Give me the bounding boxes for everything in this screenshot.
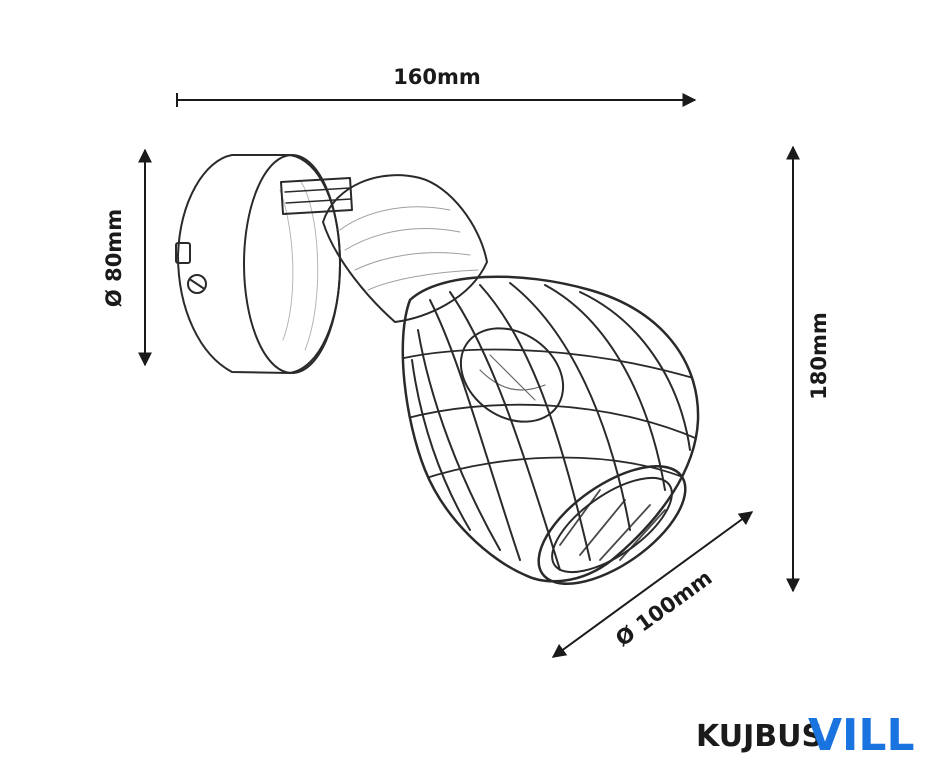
lamp-illustration	[175, 154, 700, 585]
joint-arm	[280, 177, 353, 215]
kujbus-vill-logo: KUJBUS VILL	[696, 710, 915, 761]
width-dimension: 160mm	[176, 65, 697, 107]
height-label: 180mm	[807, 312, 831, 400]
width-label: 160mm	[393, 65, 481, 89]
wall-base	[175, 154, 341, 374]
lamp-socket	[322, 174, 488, 323]
shade-diameter-label: Ø 100mm	[611, 565, 716, 651]
base-diameter-label: Ø 80mm	[102, 209, 126, 307]
logo-part1: KUJBUS	[696, 719, 823, 754]
base-diameter-dimension: Ø 80mm	[102, 148, 152, 367]
wire-cage-shade	[401, 275, 700, 585]
shade-diameter-arrow	[551, 511, 754, 658]
height-dimension: 180mm	[786, 145, 831, 593]
screw-icon	[187, 274, 207, 294]
logo-part2: VILL	[808, 710, 915, 761]
